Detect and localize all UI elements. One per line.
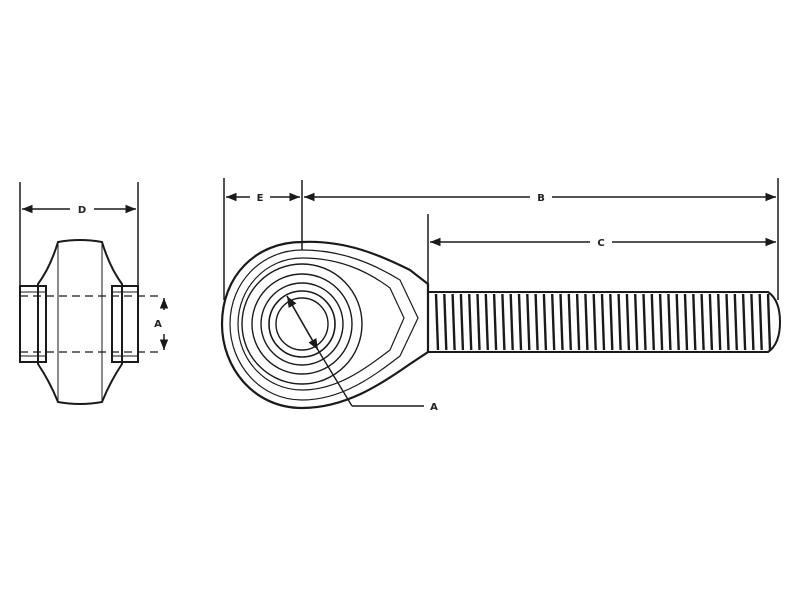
thread-line [434,293,440,351]
dimension-a-side-label: A [154,319,162,330]
thread-line [750,293,755,351]
thread-line [492,293,498,351]
dimension-a-leader-label: A [430,402,438,413]
thread-line [700,293,705,351]
thread-line [584,293,589,351]
thread-line [501,293,506,351]
thread-line [658,293,664,351]
thread-line [575,293,581,351]
thread-pattern [434,293,772,351]
dimension-d-label: D [78,205,86,216]
thread-line [667,293,672,351]
thread-line [592,293,597,351]
thread-line [692,293,697,351]
thread-line [683,293,689,351]
thread-line [675,293,680,351]
thread-line [733,293,738,351]
thread-line [517,293,523,351]
thread-line [625,293,631,351]
thread-line [443,293,448,351]
front-view: E B C A [220,178,782,413]
thread-line [567,293,572,351]
thread-line [642,293,647,351]
thread-line [476,293,481,351]
thread-line [468,293,473,351]
thread-line [509,293,514,351]
thread-line [609,293,614,351]
dimension-e-label: E [257,193,264,204]
thread-line [634,293,639,351]
dimension-b-label: B [537,193,545,204]
thread-line [459,293,465,351]
thread-line [484,293,489,351]
thread-line [650,293,655,351]
thread-line [758,293,763,351]
thread-line [526,293,531,351]
thread-line [451,293,456,351]
thread-line [725,293,730,351]
thread-line [766,293,772,351]
thread-line [708,293,714,351]
side-view: D A [19,182,169,405]
thread-line [534,293,539,351]
thread-line [717,293,722,351]
dimension-c-label: C [597,238,604,249]
thread-line [617,293,622,351]
thread-line [741,293,747,351]
thread-line [600,293,606,351]
thread-line [551,293,556,351]
thread-line [559,293,564,351]
thread-line [542,293,548,351]
